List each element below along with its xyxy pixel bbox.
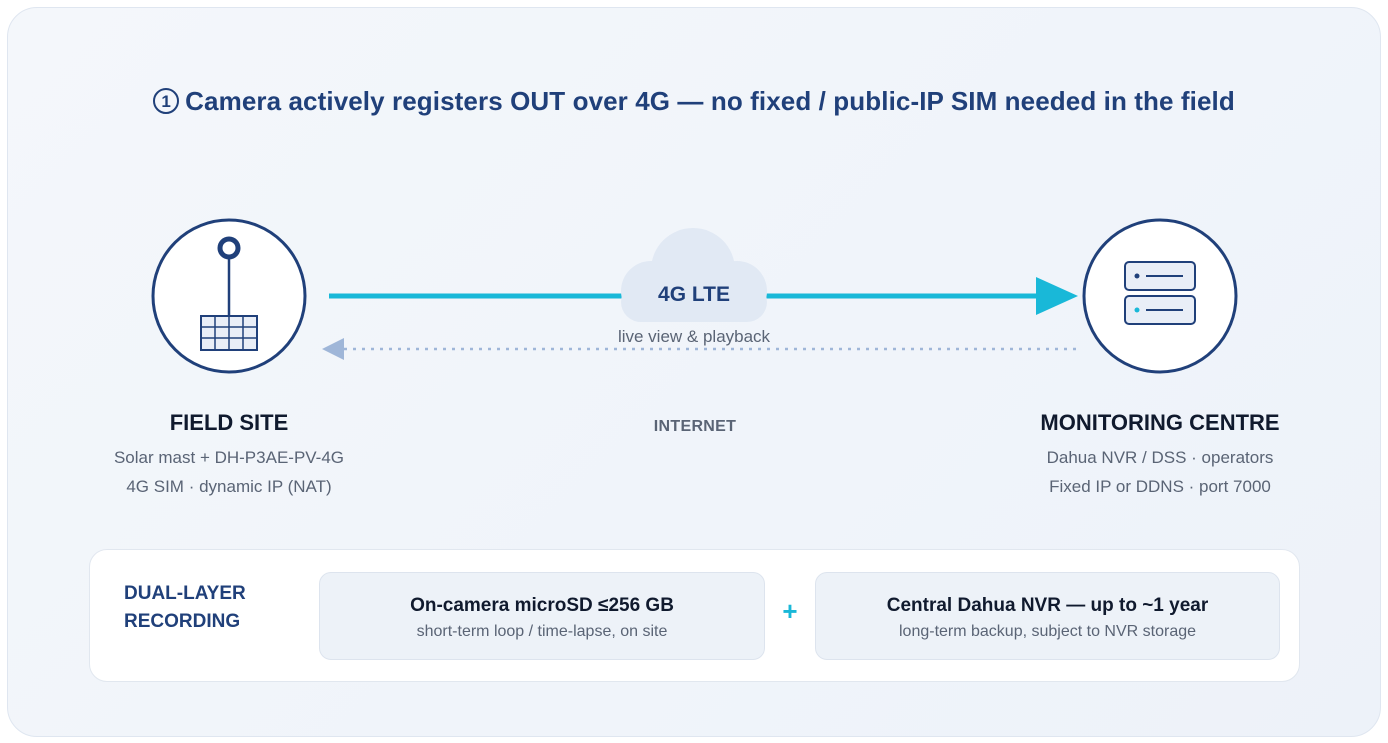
- title-text: Camera actively registers OUT over 4G — …: [185, 86, 1235, 116]
- recording-label-line2: RECORDING: [124, 611, 241, 632]
- field-site-node: [151, 218, 307, 374]
- cloud-icon: 4G LTE: [621, 228, 767, 322]
- recording-label: DUAL-LAYER RECORDING: [124, 580, 246, 636]
- cloud-label: 4G LTE: [658, 283, 730, 306]
- microsd-title: On-camera microSD ≤256 GB: [410, 595, 674, 616]
- return-stream-arrow: [322, 338, 1078, 360]
- solar-mast-camera-icon: [200, 236, 258, 351]
- nvr-recording-box: Central Dahua NVR — up to ~1 year long-t…: [815, 572, 1280, 660]
- monitoring-centre-detail-1: Dahua NVR / DSS · operators: [1046, 448, 1274, 467]
- nvr-subtitle: long-term backup, subject to NVR storage: [898, 623, 1197, 640]
- return-flow-label: live view & playback: [618, 327, 771, 346]
- field-site-title: FIELD SITE: [169, 410, 289, 435]
- field-site-detail-2: 4G SIM · dynamic IP (NAT): [126, 477, 332, 496]
- nvr-title: Central Dahua NVR — up to ~1 year: [886, 595, 1209, 616]
- plus-sign: +: [782, 596, 798, 626]
- step-number-badge: 1: [153, 88, 180, 114]
- monitoring-centre-node: [1082, 218, 1238, 374]
- microsd-recording-box: On-camera microSD ≤256 GB short-term loo…: [319, 572, 765, 660]
- internet-label: INTERNET: [653, 418, 737, 435]
- recording-label-line1: DUAL-LAYER: [124, 583, 246, 604]
- field-site-detail-1: Solar mast + DH-P3AE-PV-4G: [113, 448, 345, 467]
- monitoring-centre-title: MONITORING CENTRE: [1040, 410, 1280, 435]
- monitoring-centre-detail-2: Fixed IP or DDNS · port 7000: [1049, 477, 1271, 496]
- microsd-subtitle: short-term loop / time-lapse, on site: [416, 623, 668, 640]
- server-rack-icon: [1124, 261, 1196, 325]
